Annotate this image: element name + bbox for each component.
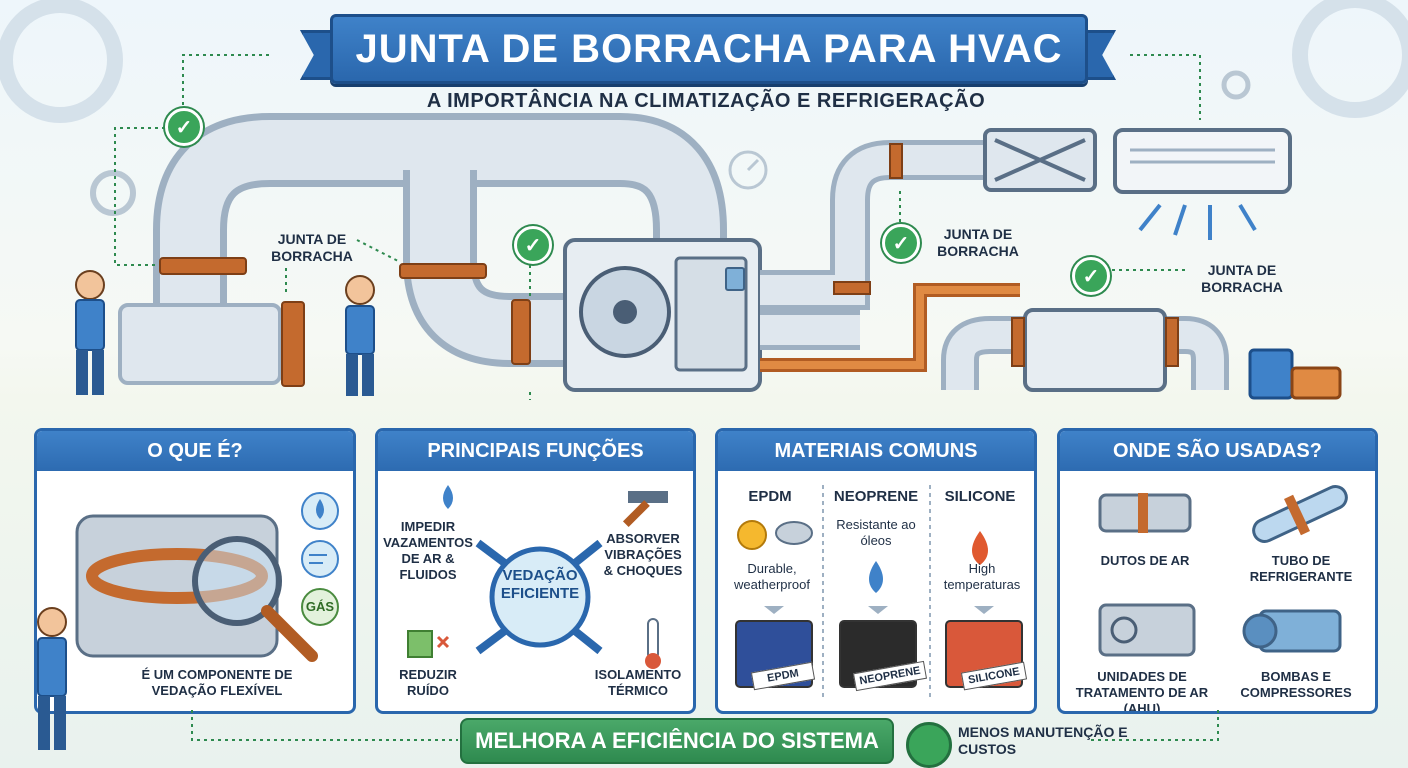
air-duct-icon (1098, 493, 1192, 533)
sun-icon (737, 520, 767, 550)
material-name: EPDM (748, 488, 792, 505)
left-pipe-system (118, 113, 727, 387)
title-banner: JUNTA DE BORRACHA PARA HVAC (330, 14, 1088, 84)
check-icon: ✓ (882, 224, 920, 262)
check-icon: ✓ (514, 226, 552, 264)
rubber-joint (833, 281, 871, 295)
material-name: NEOPRENE (833, 488, 919, 505)
rain-cloud-icon (775, 521, 813, 545)
panel-title: ONDE SÃO USADAS? (1060, 431, 1375, 471)
panel-where-used: ONDE SÃO USADAS? DUTOS DE AR TUBO DE REF… (1057, 428, 1378, 714)
center-seal-circle (489, 546, 591, 648)
function-item: ISOLAMENTO TÉRMICO (594, 667, 682, 698)
function-center-label: VEDAÇÃO EFICIENTE (500, 567, 580, 602)
thermometer-icon (645, 618, 661, 669)
water-drop-icon (301, 492, 339, 530)
gear-icon (0, 0, 123, 123)
footer-efficiency-banner: MELHORA A EFICIÊNCIA DO SISTEMA (460, 718, 894, 764)
toolbox-icon (1248, 348, 1342, 400)
callout-rubber-joint-right: JUNTA DE BORRACHA (1201, 262, 1283, 295)
airflow-arrows (1138, 203, 1257, 240)
check-icon: ✓ (1072, 257, 1110, 295)
usage-item: UNIDADES DE TRATAMENTO DE AR (AHU) (1075, 669, 1209, 714)
flame-icon (972, 531, 988, 565)
usage-item: BOMBAS E COMPRESSORES (1240, 669, 1352, 700)
gear-icon (90, 170, 136, 216)
material-desc: Resistante ao óleos (836, 517, 916, 548)
footer-side-text: MENOS MANUTENÇÃO E CUSTOS (958, 724, 1128, 757)
gasket-illustration (75, 492, 339, 662)
footer-connectors (191, 710, 1219, 741)
functions-diagram (407, 485, 668, 669)
right-pipe-system (760, 128, 1292, 392)
gas-label: GÁS (305, 599, 335, 614)
page-subtitle: A IMPORTÂNCIA NA CLIMATIZAÇÃO E REFRIGER… (426, 90, 986, 112)
technician-figure (75, 270, 105, 395)
handshake-gear-icon (906, 722, 952, 768)
material-desc: Durable, weatherproof (734, 561, 810, 592)
compressor-unit (1023, 308, 1167, 392)
what-caption: É UM COMPONENTE DE VEDAÇÃO FLEXÍVEL (141, 667, 293, 698)
function-item: ABSORVER VIBRAÇÕES & CHOQUES (603, 531, 683, 578)
background-illustration (0, 0, 1408, 400)
dotted-connectors (114, 54, 1201, 400)
panel-title: O QUE É? (37, 431, 353, 471)
ahu-icon (1098, 603, 1196, 657)
panel-title: PRINCIPAIS FUNÇÕES (378, 431, 693, 471)
oil-drop-icon (869, 561, 883, 593)
footer-main-text: MELHORA A EFICIÊNCIA DO SISTEMA (475, 728, 879, 753)
panel-main-functions: PRINCIPAIS FUNÇÕES VEDAÇÃO EFICIENTE IMP… (375, 428, 696, 714)
panel-what-is-it: O QUE É? GÁS É UM COMPONENTE DE VEDAÇÃO … (34, 428, 356, 714)
rubber-joint (1165, 317, 1179, 367)
callout-rubber-joint-left: JUNTA DE BORRACHA (271, 231, 353, 264)
rubber-joint (511, 299, 531, 365)
gear-icon (1221, 70, 1251, 100)
gear-icon (1292, 0, 1408, 118)
panel-common-materials: MATERIAIS COMUNS EPDM NEOPRENE SILICONE … (715, 428, 1037, 714)
rubber-joint (399, 263, 487, 279)
check-icon: ✓ (165, 108, 203, 146)
function-item: IMPEDIR VAZAMENTOS DE AR & FLUIDOS (383, 519, 473, 582)
condenser-unit (563, 238, 762, 392)
magnifier-icon (192, 536, 318, 662)
technician-figure (37, 607, 67, 750)
pump-icon (1242, 609, 1342, 653)
water-drop-icon (443, 485, 453, 509)
technician-figure (345, 275, 375, 396)
refrigerant-pipe-icon (1252, 485, 1348, 543)
rubber-joint (159, 257, 247, 275)
materials-illustration (735, 485, 1023, 701)
gauge-icon (728, 150, 768, 190)
callout-rubber-joint-middle: JUNTA DE BORRACHA (937, 226, 1019, 259)
usage-item: TUBO DE REFRIGERANTE (1249, 553, 1353, 584)
wind-icon (301, 540, 339, 578)
usage-illustration (1098, 485, 1348, 657)
function-item: REDUZIR RUÍDO (399, 667, 457, 698)
material-desc: High temperaturas (943, 561, 1021, 592)
panel-title: MATERIAIS COMUNS (718, 431, 1034, 471)
gas-icon (301, 588, 339, 626)
usage-item: DUTOS DE AR (1100, 553, 1190, 568)
rubber-joint (889, 143, 903, 179)
page-title: JUNTA DE BORRACHA PARA HVAC (355, 26, 1063, 71)
material-name: SILICONE (944, 488, 1016, 505)
rubber-joint (1011, 317, 1025, 367)
speaker-mute-icon (407, 630, 450, 658)
rubber-joint (281, 301, 305, 387)
hammer-icon (622, 491, 668, 528)
